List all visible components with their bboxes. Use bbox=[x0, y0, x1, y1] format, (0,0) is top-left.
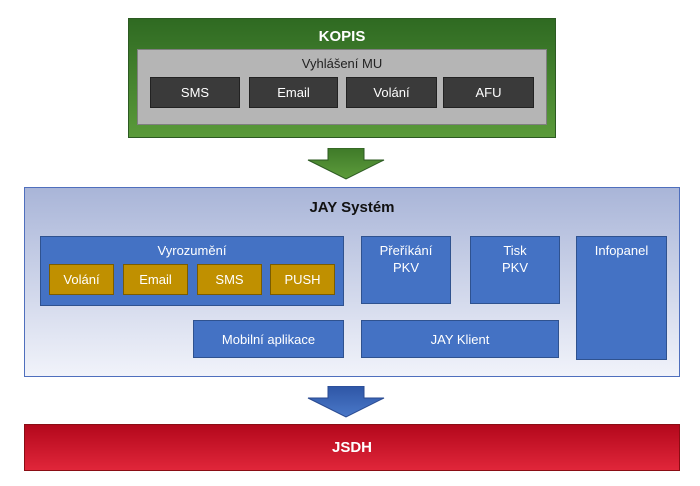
vyrozumeni-group: Vyrozumění Volání Email SMS PUSH bbox=[40, 236, 344, 306]
kopis-channel-email: Email bbox=[249, 77, 338, 108]
prerikani-pkv-box: Přeříkání PKV bbox=[361, 236, 451, 304]
tisk-label: Tisk bbox=[503, 243, 527, 258]
vyrozumeni-channel-email: Email bbox=[123, 264, 188, 295]
prerikani-pkv-label: PKV bbox=[392, 260, 419, 275]
kopis-channel-afu: AFU bbox=[443, 77, 534, 108]
kopis-channel-sms: SMS bbox=[150, 77, 240, 108]
prerikani-label: Přeříkání bbox=[379, 243, 433, 258]
vyrozumeni-channel-volani: Volání bbox=[49, 264, 114, 295]
vyhlaseni-mu-group: Vyhlášení MU SMS Email Volání AFU bbox=[137, 49, 547, 125]
vyrozumeni-title: Vyrozumění bbox=[157, 242, 227, 258]
arrow-down-green-icon bbox=[306, 148, 386, 180]
jay-system-block: JAY Systém Vyrozumění Volání Email SMS P… bbox=[24, 187, 680, 377]
kopis-block: KOPIS Vyhlášení MU SMS Email Volání AFU bbox=[128, 18, 556, 138]
vyhlaseni-mu-title: Vyhlášení MU bbox=[301, 55, 383, 71]
vyrozumeni-channel-sms: SMS bbox=[197, 264, 262, 295]
tisk-pkv-label: PKV bbox=[501, 260, 528, 275]
vyrozumeni-channel-push: PUSH bbox=[270, 264, 335, 295]
tisk-pkv-box: Tisk PKV bbox=[470, 236, 560, 304]
mobilni-aplikace-box: Mobilní aplikace bbox=[193, 320, 344, 358]
jsdh-block: JSDH bbox=[24, 424, 680, 471]
kopis-title: KOPIS bbox=[318, 27, 366, 45]
infopanel-box: Infopanel bbox=[576, 236, 667, 360]
kopis-channel-volani: Volání bbox=[346, 77, 437, 108]
arrow-down-blue-icon bbox=[306, 386, 386, 418]
jay-klient-box: JAY Klient bbox=[361, 320, 559, 358]
jay-system-title: JAY Systém bbox=[309, 198, 395, 216]
